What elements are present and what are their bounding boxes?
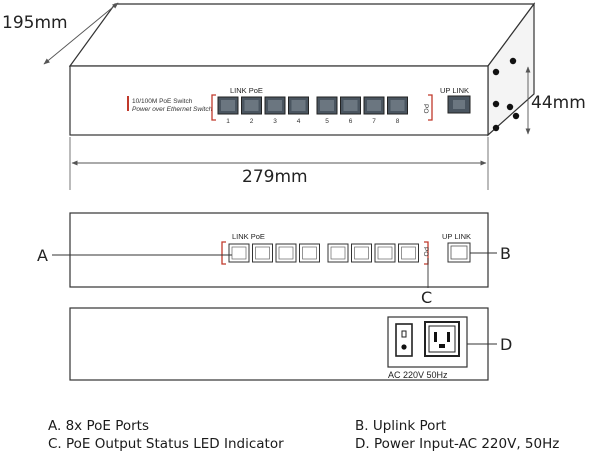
power-inlet [424, 321, 460, 357]
iso-port-number-6: 6 [349, 118, 353, 125]
depth-dimension-label: 195mm [2, 13, 68, 33]
iso-port-8-jack [390, 100, 405, 111]
front-port-2-jack [255, 246, 270, 260]
iso-port-number-7: 7 [372, 118, 376, 125]
rack-screws [492, 57, 520, 132]
iso-port-number-4: 4 [297, 118, 301, 125]
iso-led-indicator: PO [422, 104, 429, 113]
iso-port-6-jack [343, 100, 358, 111]
legend-c: C. PoE Output Status LED Indicator [48, 436, 284, 452]
callout-a: A [37, 246, 48, 265]
callout-b: B [500, 244, 511, 263]
iso-uplink-label: UP LINK [440, 86, 469, 95]
iso-port-number-2: 2 [250, 118, 254, 125]
power-switch [395, 323, 413, 357]
iso-port-group-label: LINK PoE [230, 86, 263, 95]
brand-line-2: Power over Ethernet Switch [132, 106, 213, 113]
power-rating-label: AC 220V 50Hz [388, 370, 448, 380]
callout-d: D [500, 335, 512, 354]
iso-port-7-jack [367, 100, 381, 111]
legend-a: A. 8x PoE Ports [48, 418, 149, 434]
height-dimension-label: 44mm [531, 93, 586, 113]
iso-port-number-8: 8 [396, 118, 400, 125]
chassis-top-face [68, 3, 536, 67]
brand-line-1: 10/100M PoE Switch [132, 98, 193, 105]
callout-c: C [421, 288, 432, 307]
brand-accent-bar [127, 96, 129, 111]
front-port-group-label: LINK PoE [232, 232, 265, 241]
depth-dimension-line [43, 2, 119, 65]
width-dimension-label: 279mm [242, 167, 308, 187]
front-port-3-jack [278, 246, 294, 260]
iso-port-2-jack [244, 100, 259, 111]
front-port-1-jack [231, 246, 247, 260]
front-port-8-jack [401, 246, 416, 260]
iso-port-group: LINK PoE PO 1 2 3 4 5 6 7 8 [211, 86, 433, 125]
front-led-indicator: PO [422, 247, 429, 256]
front-port-7-jack [377, 246, 393, 260]
front-panel-view: LINK PoE PO UP LINK A B C [37, 212, 511, 307]
iso-port-1-jack [221, 100, 235, 111]
iso-port-3-jack [268, 100, 282, 111]
legend-b: B. Uplink Port [355, 418, 447, 434]
front-port-5-jack [330, 246, 346, 260]
front-uplink-label: UP LINK [442, 232, 471, 241]
rear-panel-view: AC 220V 50Hz D [69, 307, 512, 381]
iso-port-number-3: 3 [273, 118, 277, 125]
iso-port-number-5: 5 [325, 118, 329, 125]
front-port-4-jack [302, 246, 317, 260]
isometric-view: 10/100M PoE Switch Power over Ethernet S… [2, 2, 586, 190]
front-port-group: LINK PoE PO [221, 232, 429, 265]
iso-port-4-jack [291, 100, 306, 111]
front-port-6-jack [354, 246, 369, 260]
iso-port-number-1: 1 [226, 118, 230, 125]
legend-d: D. Power Input-AC 220V, 50Hz [355, 436, 560, 452]
iso-port-5-jack [320, 100, 334, 111]
